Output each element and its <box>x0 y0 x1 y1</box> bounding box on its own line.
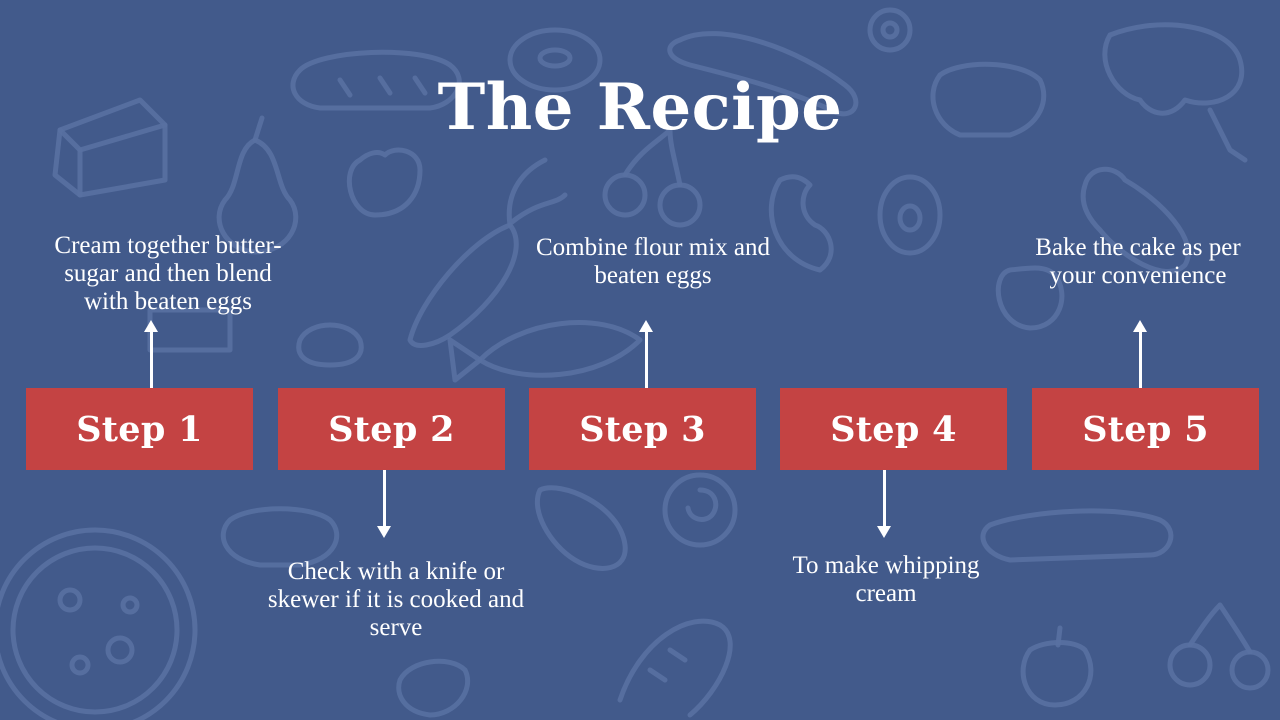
step-4-description: To make whipping cream <box>750 552 1022 608</box>
step-4-arrow-down <box>883 470 886 528</box>
step-5-arrow-up <box>1139 330 1142 388</box>
pepper-doodle-icon <box>349 150 420 215</box>
roll-doodle-icon <box>665 475 735 545</box>
step-5-box: Step 5 <box>1032 388 1259 470</box>
page-title: The Recipe <box>0 70 1280 146</box>
pizza-doodle-icon <box>0 530 195 720</box>
step-4-box: Step 4 <box>780 388 1007 470</box>
step-3-arrow-up <box>645 330 648 388</box>
cherries-bottom-doodle-icon <box>1170 605 1268 688</box>
baguette-doodle-icon <box>620 621 730 715</box>
egg-doodle-icon <box>880 177 940 253</box>
step-1-box: Step 1 <box>26 388 253 470</box>
step-1-arrow-up <box>150 330 153 388</box>
fish-doodle-icon <box>450 323 640 380</box>
step-2-box: Step 2 <box>278 388 505 470</box>
step-1-description: Cream together butter- sugar and then bl… <box>18 232 318 316</box>
eggplant-bottom-doodle-icon <box>537 488 625 569</box>
step-5-description: Bake the cake as per your convenience <box>1002 234 1274 290</box>
step-2-arrow-down <box>383 470 386 528</box>
step-3-box: Step 3 <box>529 388 756 470</box>
step-3-description: Combine flour mix and beaten eggs <box>503 234 803 290</box>
pumpkin-doodle-icon <box>1023 628 1091 705</box>
cupcake-doodle-icon <box>150 310 361 365</box>
step-2-description: Check with a knife or skewer if it is co… <box>246 558 546 642</box>
